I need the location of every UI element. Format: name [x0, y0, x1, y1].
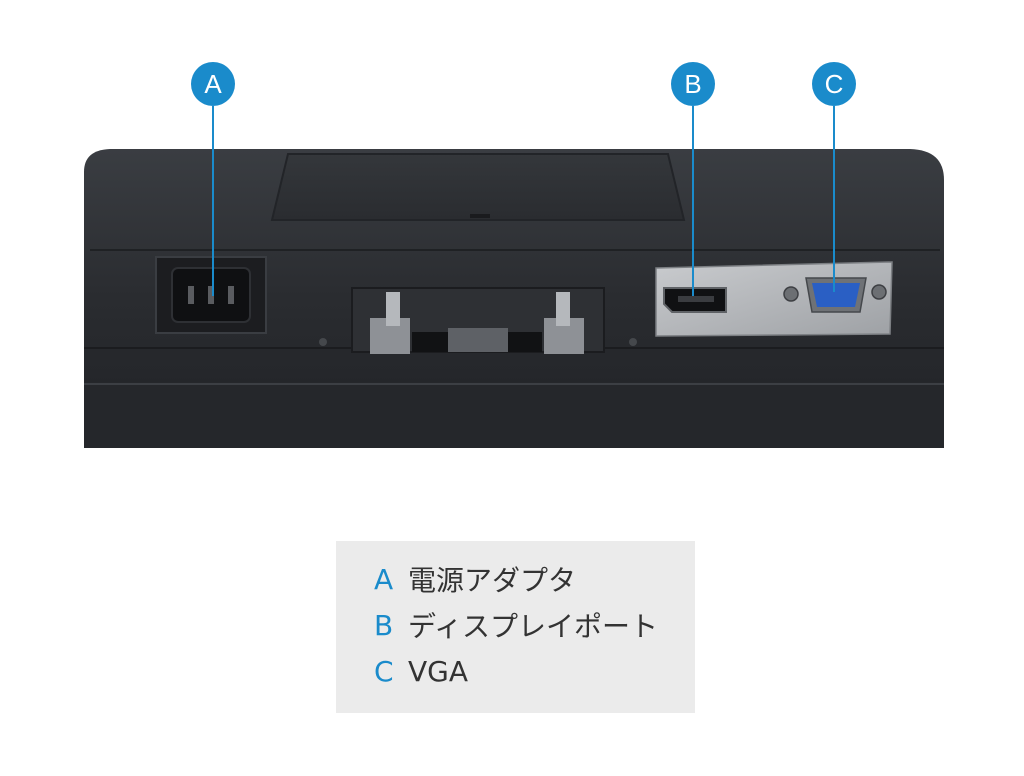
legend-key-b: B	[374, 608, 394, 642]
monitor-rear-photo	[84, 106, 944, 448]
legend-box: A 電源アダプタ B ディスプレイポート C VGA	[336, 541, 695, 713]
screw	[629, 338, 637, 346]
cover-lid	[270, 153, 686, 221]
callout-b-letter: B	[684, 68, 702, 99]
legend-row-b: B ディスプレイポート	[374, 605, 658, 645]
legend-row-a: A 電源アダプタ	[374, 559, 576, 599]
port-panel	[655, 261, 893, 337]
power-connector	[155, 256, 267, 334]
legend-row-c: C VGA	[374, 651, 468, 691]
callout-a: A	[191, 62, 235, 106]
callout-b: B	[671, 62, 715, 106]
screw	[319, 338, 327, 346]
displayport-connector	[663, 287, 727, 313]
callout-c: C	[812, 62, 856, 106]
legend-label-c: VGA	[408, 654, 469, 688]
legend-label-a: 電源アダプタ	[408, 564, 577, 597]
callout-c-letter: C	[824, 68, 844, 99]
legend-label-b: ディスプレイポート	[408, 610, 659, 643]
callout-a-letter: A	[204, 68, 222, 99]
stand-mount	[351, 287, 605, 354]
vga-connector	[783, 277, 887, 313]
legend-key-c: C	[374, 654, 394, 688]
legend-key-a: A	[374, 562, 394, 596]
monitor-rear-illustration	[84, 106, 944, 448]
